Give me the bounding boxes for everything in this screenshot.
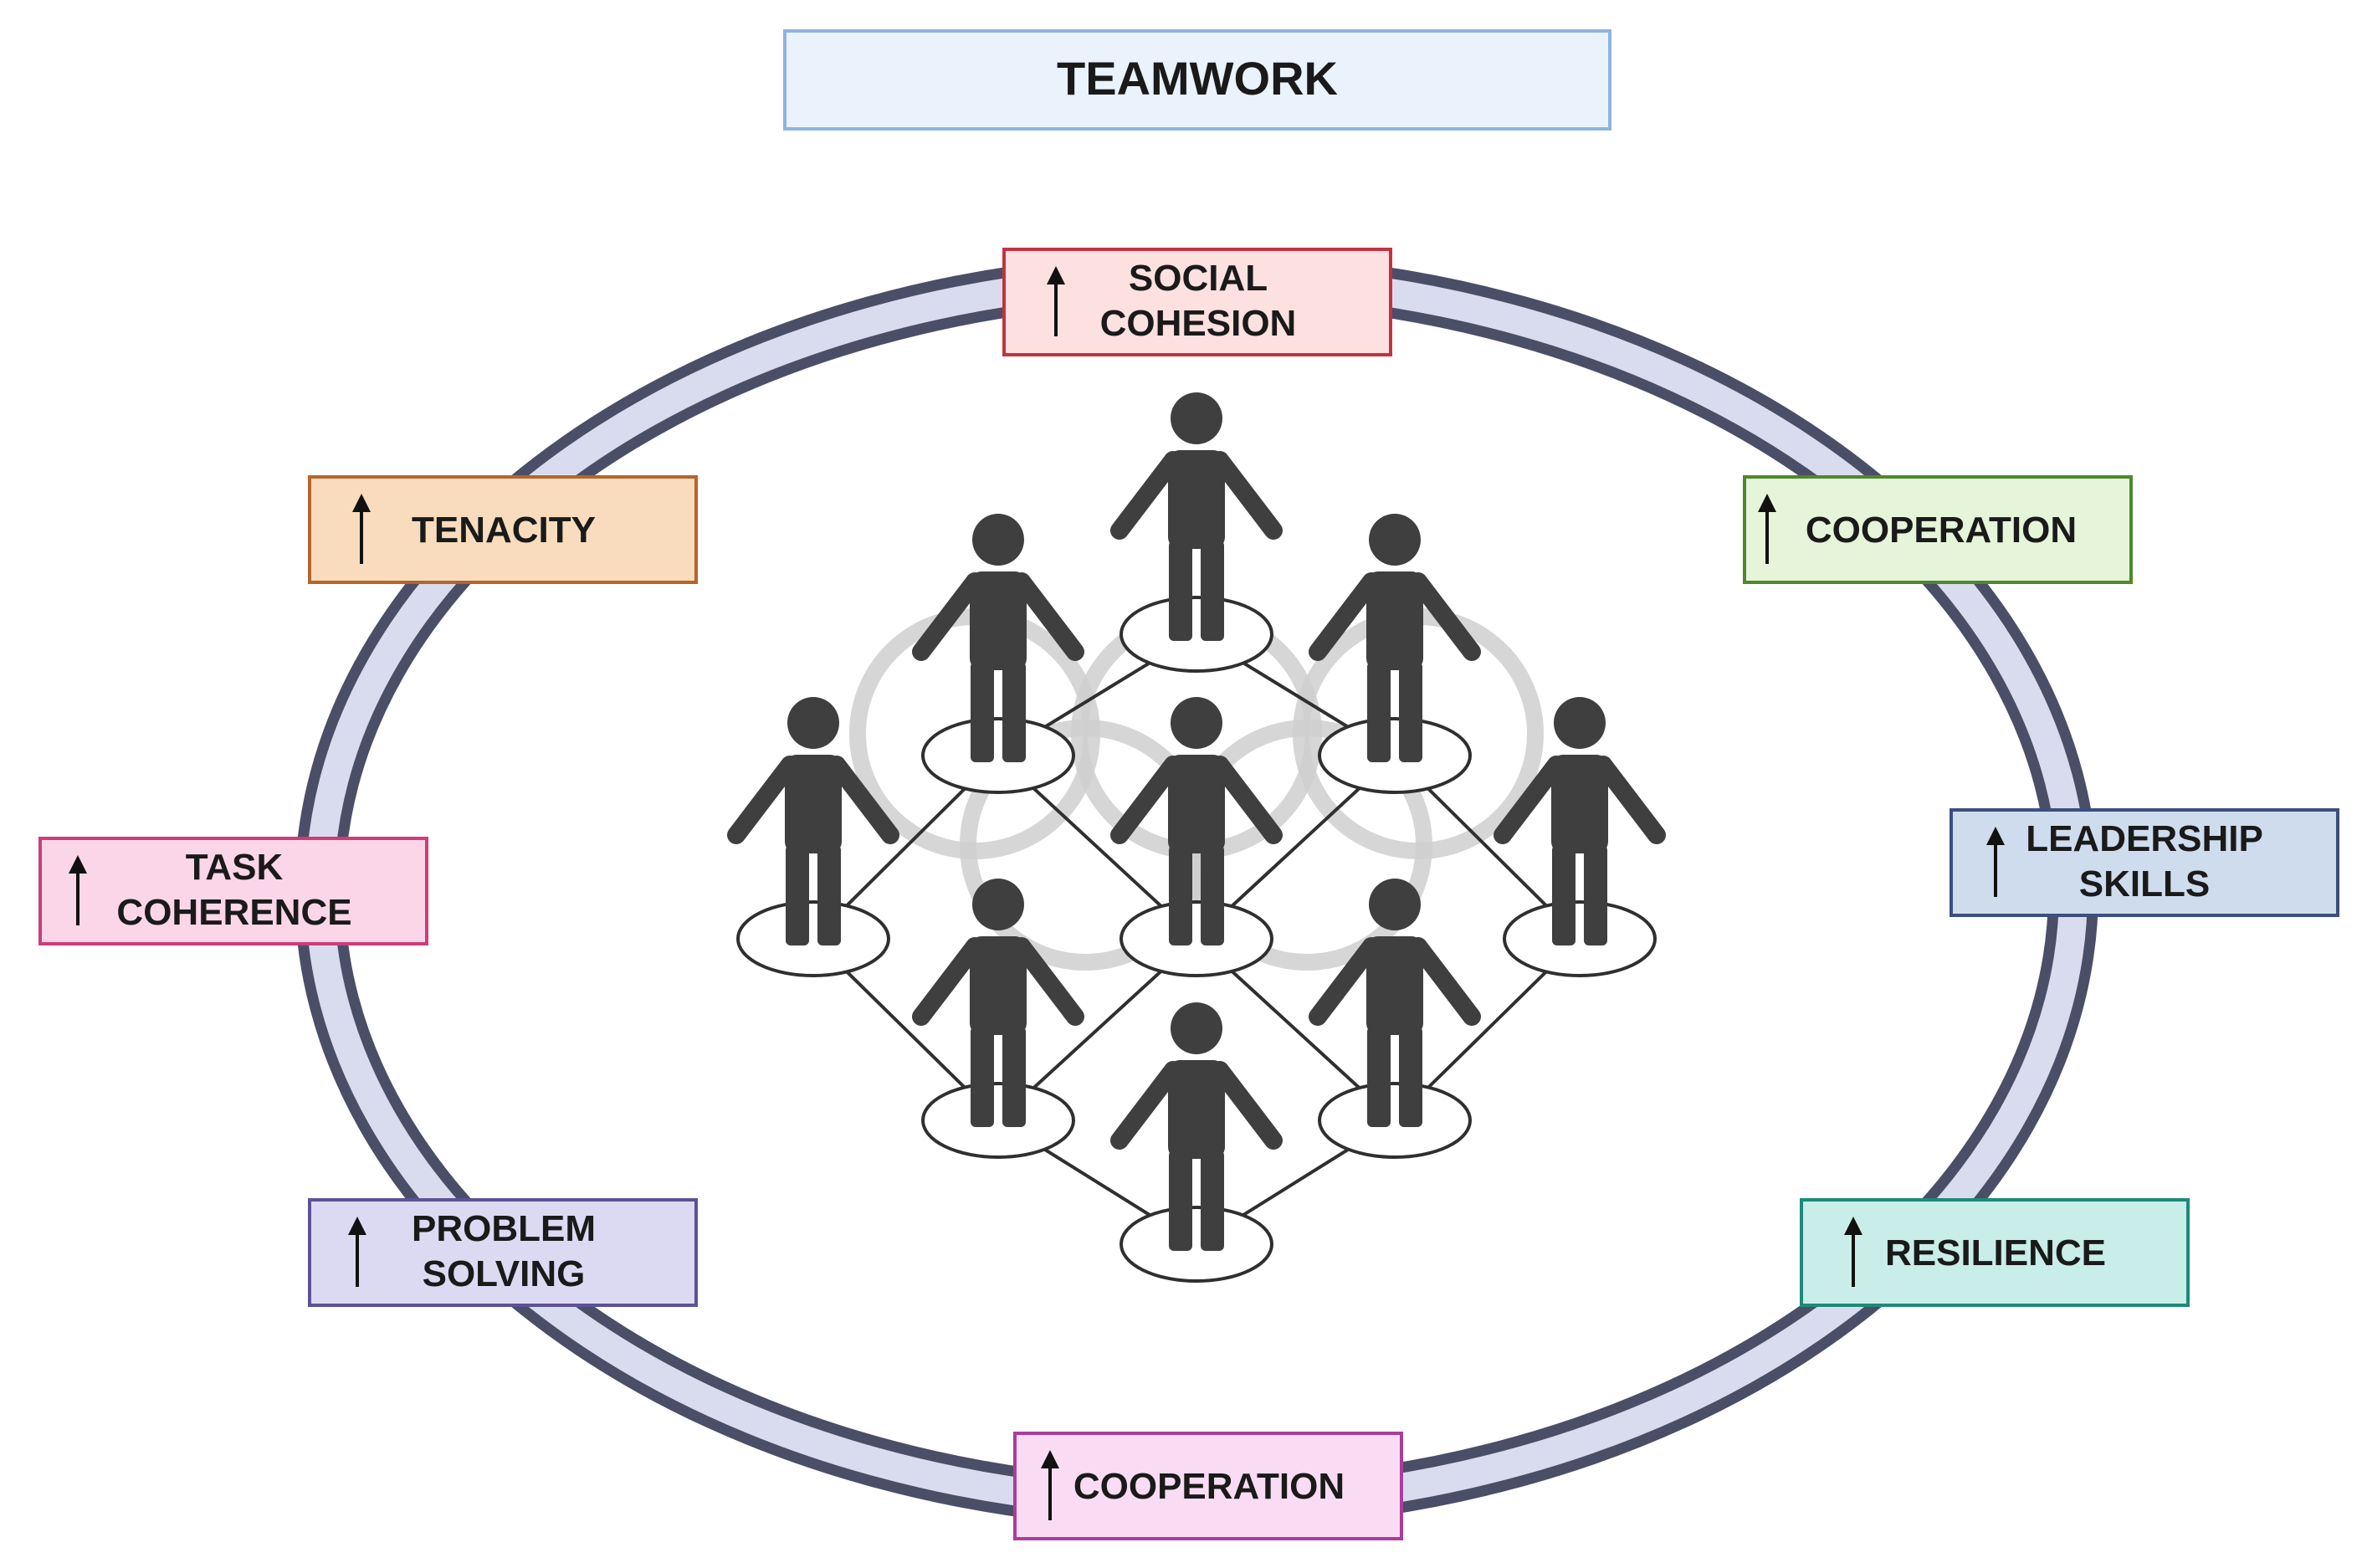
up-arrow-icon: [69, 855, 87, 925]
person-icon: [1309, 514, 1481, 762]
person-base: [1120, 900, 1273, 977]
box-rect: [308, 475, 698, 584]
person-icon: [727, 697, 899, 945]
person-node: [1110, 392, 1283, 673]
person-icon: [1494, 697, 1666, 945]
box-rect: [308, 1198, 698, 1307]
box-label-line: PROBLEM: [412, 1208, 596, 1249]
person-base: [1120, 1206, 1273, 1283]
box-cooperation-right: COOPERATION: [1743, 475, 2133, 584]
person-node: [912, 514, 1084, 794]
person-icon: [1110, 392, 1283, 641]
person-icon: [1110, 697, 1283, 945]
person-node: [727, 697, 899, 977]
person-base: [1120, 596, 1273, 673]
person-node: [912, 879, 1084, 1159]
person-base: [1503, 900, 1657, 977]
box-rect: [38, 837, 428, 945]
up-arrow-icon: [1041, 1450, 1059, 1520]
box-label-line: TENACITY: [412, 510, 596, 551]
box-rect: [1800, 1198, 2190, 1307]
box-cooperation-bottom: COOPERATION: [1013, 1432, 1403, 1540]
person-node: [1309, 514, 1481, 794]
up-arrow-icon: [1986, 827, 2005, 897]
person-node: [1110, 697, 1283, 977]
person-node: [1110, 1002, 1283, 1283]
box-label-line: COOPERATION: [1073, 1466, 1345, 1507]
box-resilience: RESILIENCE: [1800, 1198, 2190, 1307]
up-arrow-icon: [1758, 494, 1776, 564]
title-box-rect: [783, 29, 1611, 131]
box-rect: [1950, 808, 2339, 917]
person-icon: [912, 879, 1084, 1127]
person-base: [921, 1082, 1075, 1159]
box-rect: [1743, 475, 2133, 584]
box-label-line: RESILIENCE: [1885, 1232, 2106, 1273]
box-label-line: COHESION: [1100, 303, 1297, 344]
box-rect: [1002, 248, 1392, 356]
person-node: [1494, 697, 1666, 977]
person-base: [921, 717, 1075, 794]
box-label-line: COHERENCE: [116, 892, 351, 933]
box-label-line: SOLVING: [423, 1253, 586, 1294]
box-rect: [1013, 1432, 1403, 1540]
person-base: [1318, 717, 1472, 794]
person-icon: [1110, 1002, 1283, 1251]
person-base: [736, 900, 890, 977]
box-label-line: SKILLS: [2079, 863, 2210, 904]
box-tenacity: TENACITY: [308, 475, 698, 584]
person-node: [1309, 879, 1481, 1159]
person-icon: [912, 514, 1084, 762]
person-icon: [1309, 879, 1481, 1127]
box-label-line: LEADERSHIP: [2026, 818, 2263, 859]
network-people: [727, 392, 1666, 1283]
up-arrow-icon: [1844, 1217, 1862, 1287]
diagram-title: TEAMWORK: [1057, 52, 1338, 105]
up-arrow-icon: [1047, 266, 1065, 336]
box-label-line: TASK: [186, 847, 284, 888]
up-arrow-icon: [348, 1217, 366, 1287]
up-arrow-icon: [352, 494, 371, 564]
box-label-line: COOPERATION: [1806, 510, 2077, 551]
person-base: [1318, 1082, 1472, 1159]
title-box: TEAMWORK: [783, 29, 1611, 131]
box-label-line: SOCIAL: [1129, 258, 1268, 299]
